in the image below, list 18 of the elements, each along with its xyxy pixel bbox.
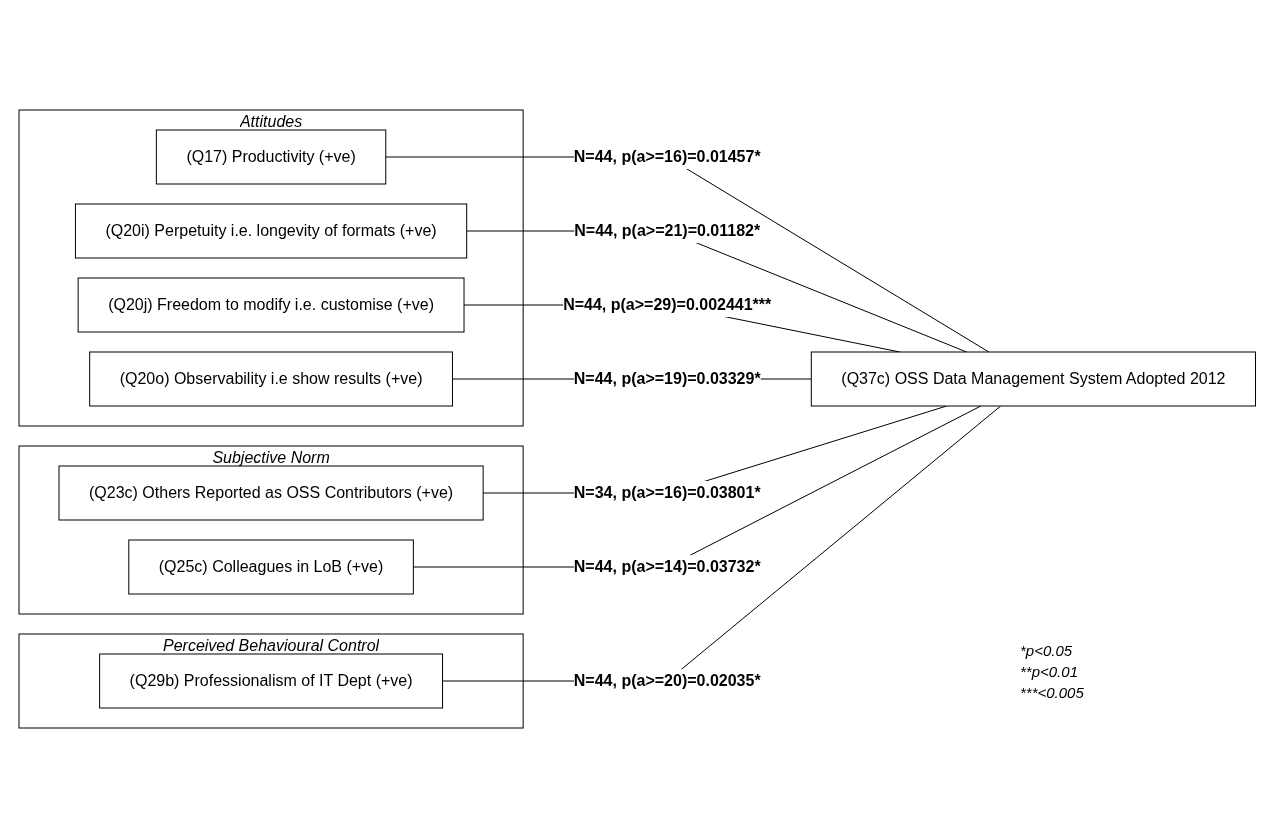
edge-label: N=44, p(a>=21)=0.01182* bbox=[573, 222, 760, 239]
significance-note: **p<0.01 bbox=[1020, 662, 1079, 682]
node-box: (Q23c) Others Reported as OSS Contributors (+ve) bbox=[58, 465, 484, 521]
node-box: (Q29b) Professionalism of IT Dept (+ve) bbox=[98, 653, 443, 709]
edge-label: N=44, p(a>=29)=0.002441*** bbox=[562, 296, 772, 313]
edge-label: N=44, p(a>=20)=0.02035* bbox=[573, 672, 761, 689]
node-box: (Q25c) Colleagues in LoB (+ve) bbox=[128, 539, 414, 595]
node-box: (Q20o) Observability i.e show results (+ve) bbox=[88, 351, 453, 407]
significance-note: *p<0.05 bbox=[1020, 641, 1074, 661]
node-box: (Q20j) Freedom to modify i.e. customise (+ve) bbox=[77, 277, 465, 333]
node-box: (Q20i) Perpetuity i.e. longevity of formats (+ve) bbox=[74, 203, 467, 259]
edge-label: N=44, p(a>=19)=0.03329* bbox=[573, 370, 761, 387]
edge-label: N=34, p(a>=16)=0.03801* bbox=[573, 484, 761, 501]
edge-label: N=44, p(a>=14)=0.03732* bbox=[573, 558, 761, 575]
edge-label: N=44, p(a>=16)=0.01457* bbox=[573, 148, 761, 165]
significance-note: ***<0.005 bbox=[1020, 683, 1084, 703]
node-box: (Q17) Productivity (+ve) bbox=[155, 129, 386, 185]
node-box: (Q37c) OSS Data Management System Adopted 2012 bbox=[810, 351, 1256, 407]
